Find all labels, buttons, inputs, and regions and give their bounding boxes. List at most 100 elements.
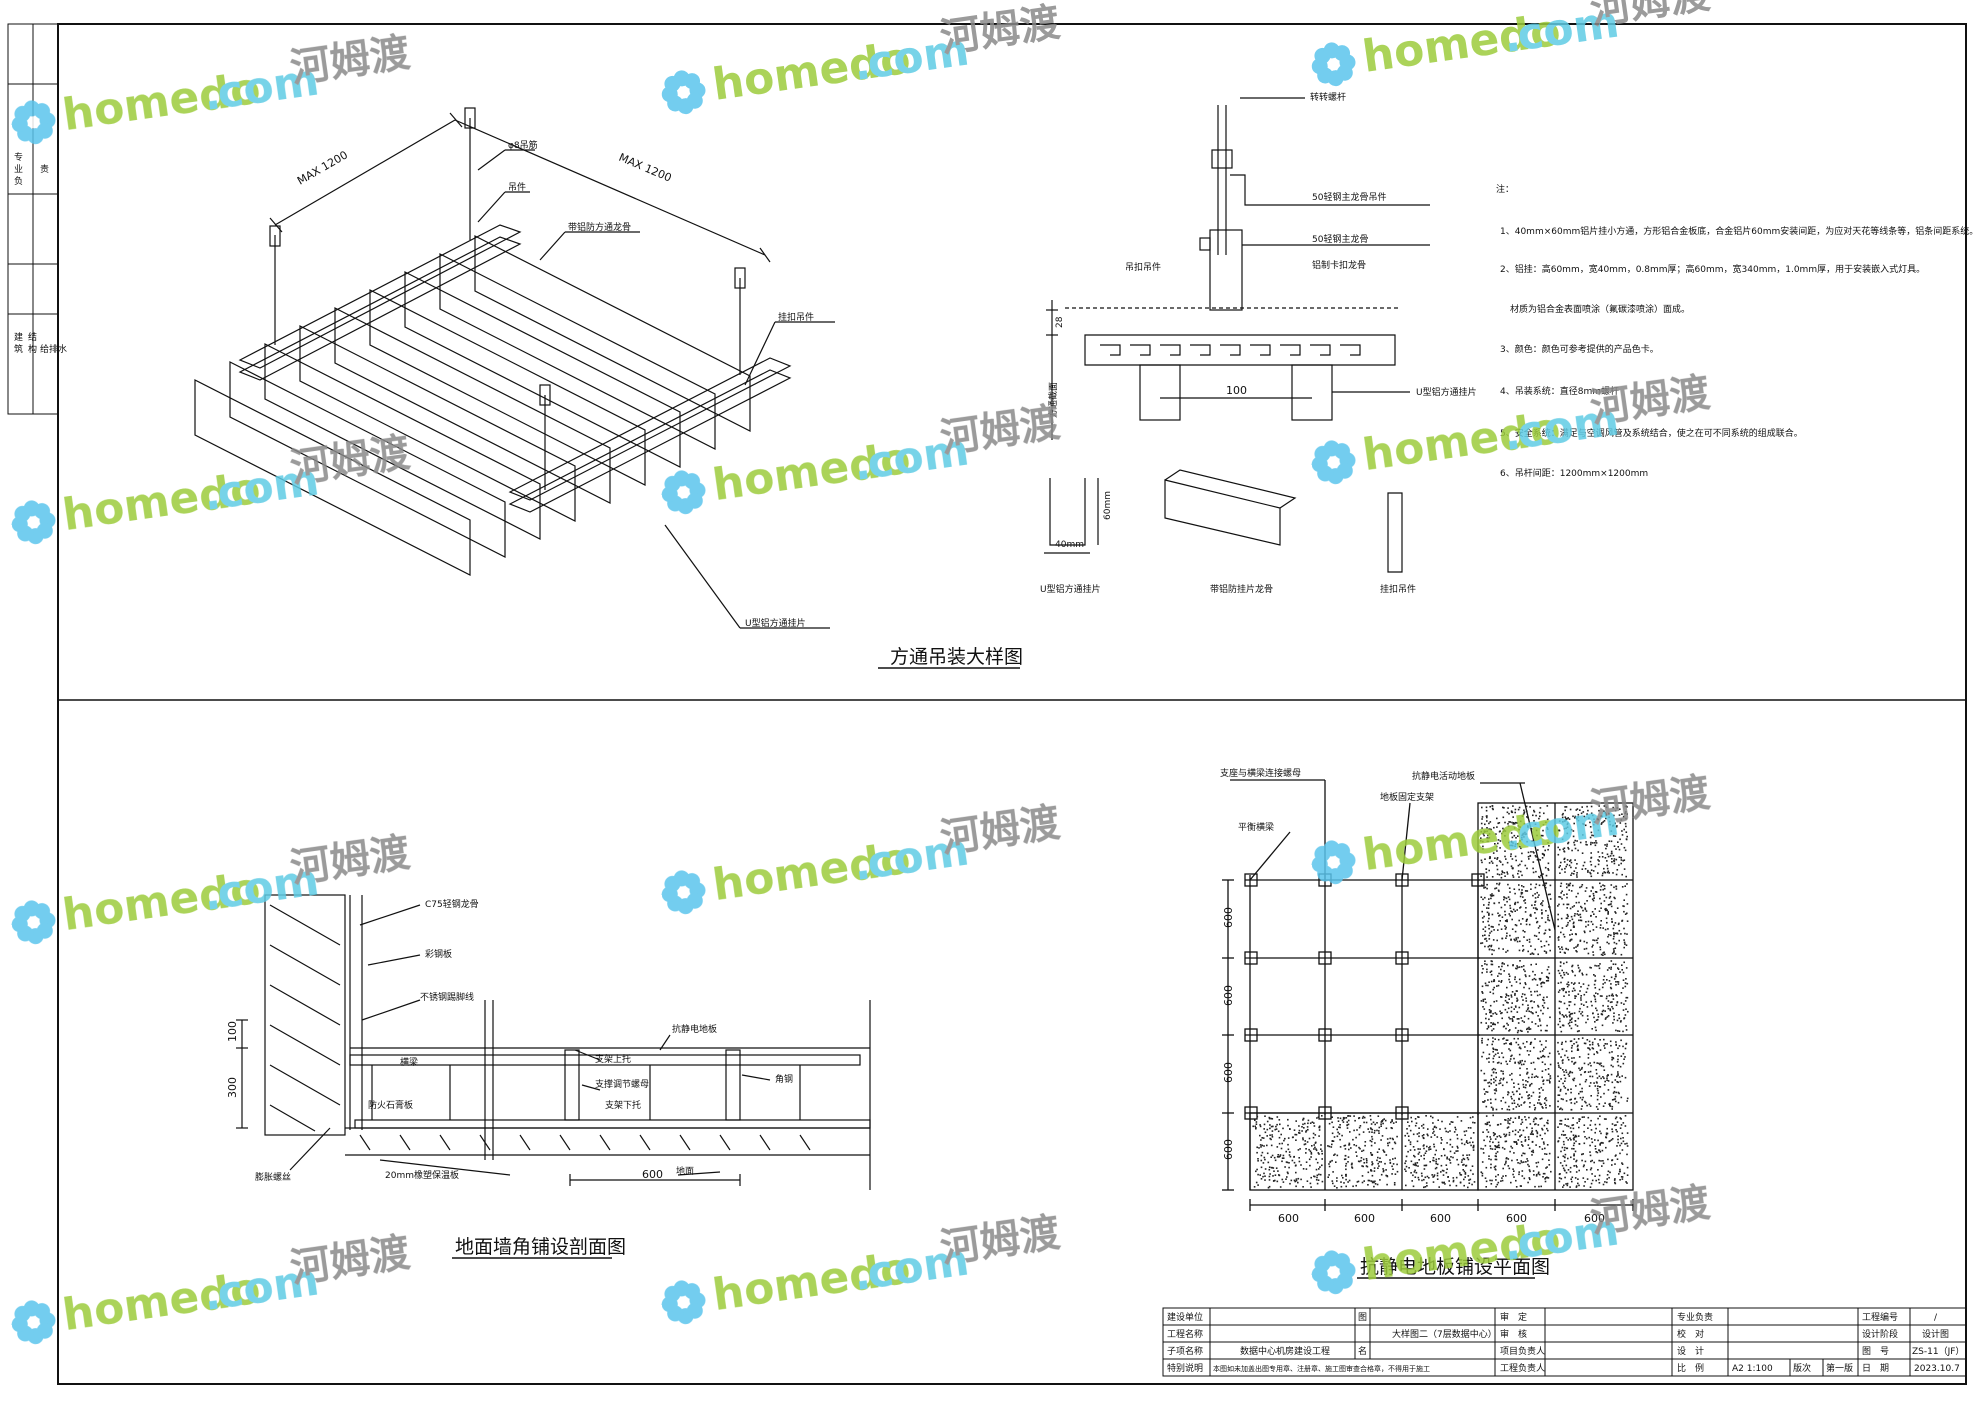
panel-speckle [1521,852,1523,855]
panel-speckle [1514,845,1516,847]
panel-speckle [1558,1000,1561,1003]
panel-speckle [1499,1079,1501,1082]
panel-speckle [1482,848,1484,850]
panel-speckle [1561,1060,1564,1062]
panel-speckle [1509,981,1511,983]
panel-speckle [1567,884,1570,887]
panel-speckle [1570,1178,1572,1180]
panel-speckle [1506,1108,1509,1111]
panel-speckle [1619,1117,1622,1119]
panel-speckle [1418,1151,1421,1154]
panel-speckle [1510,996,1513,998]
panel-speckle [1524,1139,1527,1141]
panel-speckle [1626,933,1628,935]
panel-speckle [1557,1041,1559,1044]
panel-speckle [1576,1045,1579,1048]
panel-speckle [1408,1167,1410,1169]
panel-speckle [1613,933,1615,936]
panel-speckle [1577,914,1580,916]
panel-speckle [1586,813,1588,815]
panel-speckle [1561,969,1563,972]
panel-speckle [1318,1135,1320,1137]
panel-speckle [1562,1167,1565,1170]
panel-speckle [1512,842,1514,844]
label-top: 支架上托 [595,1053,631,1065]
panel-speckle [1599,1039,1601,1041]
panel-speckle [1610,976,1613,979]
panel-speckle [1510,1181,1512,1184]
panel-speckle [1520,1123,1522,1125]
panel-speckle [1589,1082,1592,1084]
panel-speckle [1286,1176,1288,1178]
panel-speckle [1529,1102,1531,1104]
panel-speckle [1535,935,1538,937]
panel-speckle [1527,1097,1530,1100]
panel-speckle [1559,896,1562,898]
panel-speckle [1581,1105,1583,1107]
panel-speckle [1512,964,1514,966]
panel-speckle [1518,919,1520,922]
panel-speckle [1572,1134,1575,1136]
panel-speckle [1488,1057,1490,1059]
panel-speckle [1585,1137,1588,1140]
panel-speckle [1593,1061,1596,1064]
panel-speckle [1528,1026,1530,1029]
panel-speckle [1498,1061,1500,1064]
panel-speckle [1603,1077,1605,1080]
panel-speckle [1506,932,1508,935]
panel-speckle [1488,1053,1491,1056]
panel-speckle [1565,1040,1567,1043]
panel-speckle [1522,948,1525,951]
panel-speckle [1466,1157,1469,1159]
panel-speckle [1547,848,1549,851]
panel-speckle [1623,939,1625,941]
panel-speckle [1622,979,1625,981]
panel-speckle [1423,1186,1425,1189]
panel-speckle [1516,967,1518,970]
panel-speckle [1606,1077,1608,1079]
panel-speckle [1501,832,1503,835]
panel-speckle [1618,1170,1621,1173]
panel-speckle [1501,1177,1503,1179]
panel-speckle [1538,1146,1541,1148]
panel-speckle [1590,1129,1593,1131]
label-rod: φ8吊筋 [508,139,538,151]
panel-speckle [1302,1123,1304,1126]
panel-speckle [1594,939,1596,942]
panel-speckle [1539,1103,1542,1106]
panel-speckle [1272,1125,1274,1128]
panel-speckle [1596,1098,1599,1101]
panel-speckle [1579,1090,1582,1093]
panel-speckle [1560,1098,1563,1100]
panel-speckle [1611,993,1614,995]
panel-speckle [1358,1117,1361,1119]
panel-speckle [1262,1162,1265,1164]
panel-speckle [1492,1067,1495,1070]
panel-speckle [1576,872,1578,874]
panel-speckle [1510,1055,1512,1058]
panel-speckle [1605,1136,1607,1138]
panel-speckle [1525,1080,1527,1082]
panel-speckle [1589,1075,1591,1078]
panel-speckle [1427,1134,1429,1137]
panel-speckle [1566,896,1568,899]
panel-speckle [1510,910,1512,912]
panel-speckle [1538,977,1541,980]
panel-speckle [1495,845,1498,848]
panel-speckle [1522,1079,1524,1081]
panel-speckle [1591,946,1593,948]
panel-speckle [1545,940,1548,943]
panel-speckle [1371,1131,1373,1133]
panel-speckle [1532,1170,1535,1172]
panel-speckle [1350,1147,1352,1149]
panel-speckle [1509,934,1511,937]
panel-speckle [1540,834,1543,837]
panel-speckle [1581,1066,1583,1069]
panel-speckle [1542,1055,1544,1058]
panel-speckle [1577,993,1580,995]
panel-speckle [1611,1130,1614,1133]
panel-speckle [1405,1155,1408,1158]
panel-speckle [1616,1001,1619,1003]
panel-speckle [1605,907,1607,910]
panel-speckle [1490,980,1493,983]
